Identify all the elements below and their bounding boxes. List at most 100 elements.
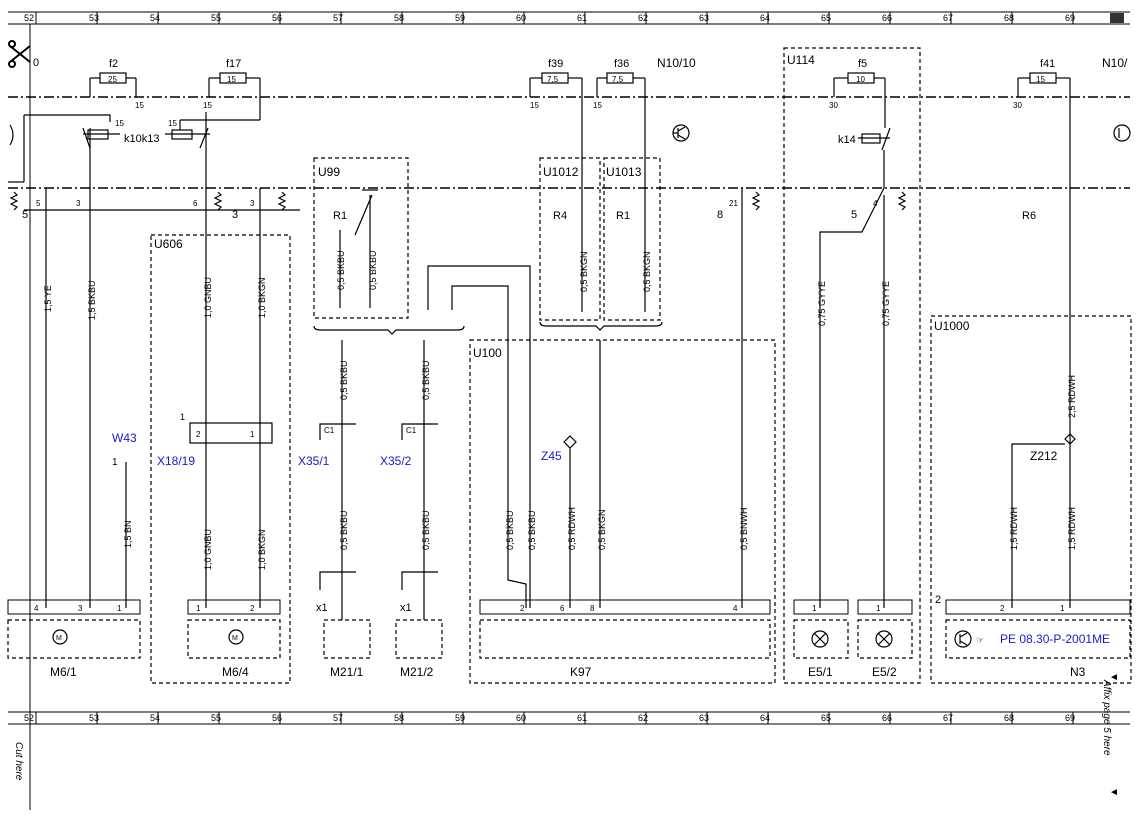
fuse-f5: f5 10 30 bbox=[829, 58, 886, 128]
svg-text:k10k13: k10k13 bbox=[124, 133, 159, 145]
svg-text:f2: f2 bbox=[109, 58, 118, 70]
svg-text:0,5 BKBU: 0,5 BKBU bbox=[421, 360, 431, 400]
module-u100 bbox=[469, 339, 776, 684]
svg-text:M6/1: M6/1 bbox=[50, 665, 77, 679]
cut-here-label: Cut here bbox=[13, 742, 24, 781]
wire-label: 1,0 BKGN bbox=[257, 277, 267, 318]
component-m21-2 bbox=[395, 619, 443, 659]
svg-text:2: 2 bbox=[935, 594, 941, 606]
splice-icon bbox=[563, 435, 577, 608]
svg-text:E5/1: E5/1 bbox=[808, 665, 833, 679]
motor-icon bbox=[228, 629, 244, 645]
svg-text:5: 5 bbox=[22, 209, 28, 221]
svg-text:M: M bbox=[232, 635, 238, 642]
svg-text:25: 25 bbox=[108, 75, 117, 84]
svg-text:1,5 RDWH: 1,5 RDWH bbox=[1067, 507, 1077, 550]
pe-reference-link[interactable]: PE 08.30-P-2001ME bbox=[1000, 632, 1110, 646]
grid-number: 66 bbox=[882, 13, 892, 23]
relay-k10k13: 15 k10k13 15 bbox=[8, 112, 260, 188]
affix-label: Affix page 5 here bbox=[1101, 679, 1112, 756]
svg-text:f17: f17 bbox=[226, 58, 241, 70]
svg-text:x1: x1 bbox=[316, 602, 328, 614]
grid-number: 63 bbox=[699, 13, 709, 23]
motor-icon bbox=[52, 629, 68, 645]
grid-number: 68 bbox=[1004, 13, 1014, 23]
arrow-icon: ◄ bbox=[1109, 787, 1119, 798]
grid-number: 64 bbox=[760, 13, 770, 23]
scissors-icon bbox=[8, 40, 31, 68]
svg-text:M6/4: M6/4 bbox=[222, 665, 249, 679]
svg-text:3: 3 bbox=[78, 604, 83, 613]
connector-w43: W43 bbox=[112, 431, 137, 445]
grid-number: 56 bbox=[272, 713, 282, 723]
grid-number: 58 bbox=[394, 713, 404, 723]
svg-text:k14: k14 bbox=[838, 134, 856, 146]
grid-number: 55 bbox=[211, 13, 221, 23]
svg-text:30: 30 bbox=[1013, 101, 1022, 110]
svg-text:4: 4 bbox=[733, 604, 738, 613]
svg-text:15: 15 bbox=[1036, 75, 1045, 84]
grid-number: 62 bbox=[638, 13, 648, 23]
svg-text:M: M bbox=[56, 635, 62, 642]
transistor-icon bbox=[672, 124, 690, 142]
grid-number: 61 bbox=[577, 13, 587, 23]
svg-text:0,5 BKGN: 0,5 BKGN bbox=[642, 251, 652, 292]
wire-label: 1,5 BN bbox=[123, 520, 133, 548]
svg-text:4: 4 bbox=[873, 199, 878, 208]
grid-number: 59 bbox=[455, 713, 465, 723]
svg-text:0,5 BKBU: 0,5 BKBU bbox=[505, 510, 515, 550]
svg-text:U1013: U1013 bbox=[606, 165, 642, 179]
svg-text:1: 1 bbox=[112, 457, 118, 468]
n10-cut-label: N10/ bbox=[1102, 56, 1128, 70]
top-ruler: 52 53 54 55 56 57 58 59 60 61 62 63 64 6… bbox=[8, 11, 1130, 25]
svg-text:K97: K97 bbox=[570, 665, 592, 679]
svg-text:8: 8 bbox=[590, 604, 595, 613]
fuse-f39: f39 7,5 15 bbox=[529, 58, 583, 188]
svg-text:15: 15 bbox=[227, 75, 236, 84]
svg-text:7,5: 7,5 bbox=[612, 75, 624, 84]
bottom-ruler: 52 53 54 55 56 57 58 59 60 61 62 63 64 6… bbox=[8, 711, 1130, 725]
grid-number: 65 bbox=[821, 13, 831, 23]
component-e5-1 bbox=[793, 619, 849, 659]
module-u1013 bbox=[603, 157, 661, 321]
svg-text:0,5 BKGN: 0,5 BKGN bbox=[579, 251, 589, 292]
fuse-f17: f17 15 15 bbox=[203, 58, 261, 120]
connector-x35-2: C1 X35/2 bbox=[380, 423, 438, 468]
fuse-f2: f2 25 15 bbox=[89, 58, 144, 110]
svg-text:x1: x1 bbox=[400, 602, 412, 614]
svg-text:R1: R1 bbox=[616, 210, 630, 222]
svg-text:15: 15 bbox=[203, 101, 212, 110]
svg-text:3: 3 bbox=[250, 199, 255, 208]
svg-text:0,5 BKBU: 0,5 BKBU bbox=[368, 250, 378, 290]
module-u1000 bbox=[930, 315, 1132, 684]
svg-text:C1: C1 bbox=[406, 426, 417, 435]
svg-text:3: 3 bbox=[232, 209, 238, 221]
component-n3 bbox=[945, 619, 1131, 659]
grid-number: 68 bbox=[1004, 713, 1014, 723]
grid-number: 52 bbox=[24, 713, 34, 723]
svg-text:1: 1 bbox=[180, 412, 185, 422]
lamp-icon bbox=[811, 630, 829, 648]
svg-text:1: 1 bbox=[1060, 604, 1065, 613]
component-m6-1 bbox=[7, 619, 141, 659]
grid-number: 54 bbox=[150, 13, 160, 23]
svg-text:1,5 RDWH: 1,5 RDWH bbox=[1009, 507, 1019, 550]
grid-number: 66 bbox=[882, 713, 892, 723]
grid-number: 53 bbox=[89, 713, 99, 723]
grid-number: 69 bbox=[1065, 713, 1075, 723]
wire-label: 1,0 BKGN bbox=[257, 529, 267, 570]
grid-number: 59 bbox=[455, 13, 465, 23]
grid-number: 60 bbox=[516, 713, 526, 723]
svg-text:E5/2: E5/2 bbox=[872, 665, 897, 679]
grid-number: 60 bbox=[516, 13, 526, 23]
wire-label: 1,5 BKBU bbox=[87, 280, 97, 320]
svg-text:2: 2 bbox=[196, 430, 201, 439]
svg-text:8: 8 bbox=[717, 209, 723, 221]
svg-text:10: 10 bbox=[856, 75, 865, 84]
svg-text:0,75 GYYE: 0,75 GYYE bbox=[881, 281, 891, 326]
grid-number: 69 bbox=[1065, 13, 1075, 23]
svg-text:3: 3 bbox=[76, 199, 81, 208]
wire-label: 1,5 YE bbox=[43, 285, 53, 312]
lamp-icon bbox=[875, 630, 893, 648]
